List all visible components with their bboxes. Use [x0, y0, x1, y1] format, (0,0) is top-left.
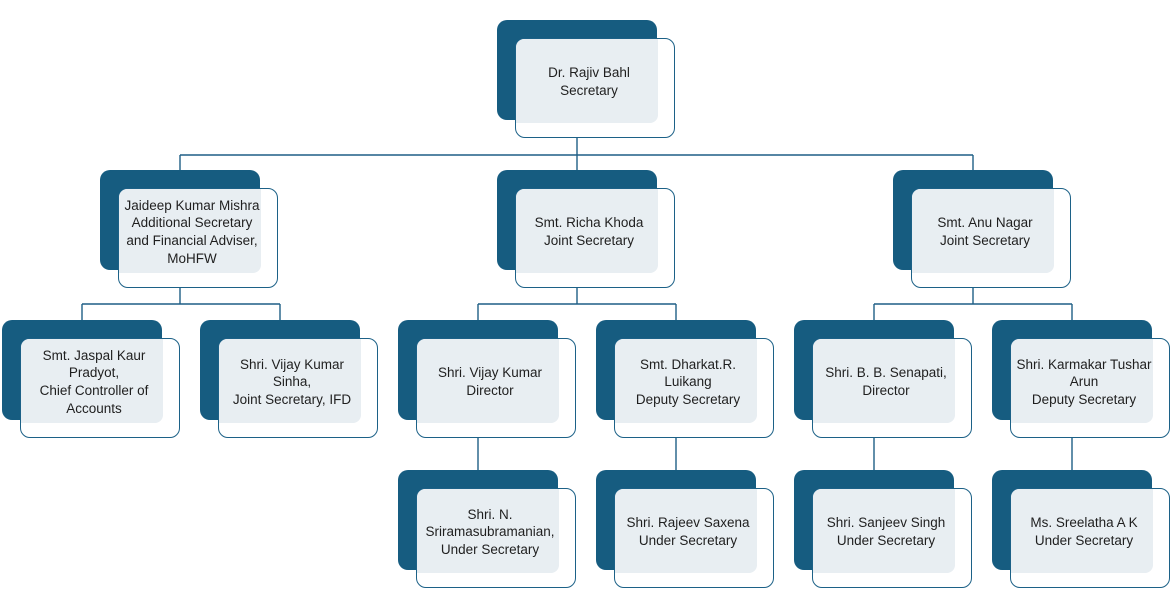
node-highlight	[219, 339, 361, 423]
node-card: Smt. Jaspal Kaur Pradyot, Chief Controll…	[20, 338, 180, 438]
node-title: Secretary	[560, 83, 618, 98]
node-text: Shri. N. Sriramasubramanian, Under Secre…	[421, 489, 559, 575]
node-highlight	[1011, 339, 1153, 423]
node-text: Smt. Jaspal Kaur Pradyot, Chief Controll…	[25, 339, 163, 425]
node-text: Shri. Karmakar Tushar Arun Deputy Secret…	[1015, 339, 1153, 425]
node-deputy-secretary-luikang: Smt. Dharkat.R. Luikang Deputy Secretary	[596, 320, 776, 440]
node-highlight	[119, 189, 261, 273]
node-highlight	[615, 489, 757, 573]
node-card: Shri. Vijay Kumar Director	[416, 338, 576, 438]
node-text: Shri. Vijay Kumar Sinha, Joint Secretary…	[223, 339, 361, 425]
node-highlight	[912, 189, 1054, 273]
node-highlight	[1011, 489, 1153, 573]
node-card: Smt. Dharkat.R. Luikang Deputy Secretary	[614, 338, 774, 438]
node-text: Ms. Sreelatha A K Under Secretary	[1015, 489, 1153, 575]
node-text: Shri. Sanjeev Singh Under Secretary	[817, 489, 955, 575]
node-name: Shri. Rajeev Saxena	[626, 515, 750, 531]
node-name: Smt. Jaspal Kaur Pradyot,	[42, 347, 146, 381]
node-name: Dr. Rajiv Bahl	[548, 65, 630, 81]
node-text: Smt. Dharkat.R. Luikang Deputy Secretary	[619, 339, 757, 425]
node-under-secretary-sreelatha: Ms. Sreelatha A K Under Secretary	[992, 470, 1172, 590]
node-card: Smt. Anu Nagar Joint Secretary	[911, 188, 1071, 288]
node-secretary: Dr. Rajiv Bahl Secretary	[497, 20, 677, 140]
node-highlight	[21, 339, 163, 423]
node-highlight	[516, 39, 658, 123]
node-text: Smt. Anu Nagar Joint Secretary	[916, 189, 1054, 275]
node-text: Dr. Rajiv Bahl Secretary	[520, 39, 658, 125]
node-title: Under Secretary	[638, 533, 738, 548]
node-highlight	[516, 189, 658, 273]
node-title: Deputy Secretary	[1031, 391, 1137, 407]
node-card: Shri. Vijay Kumar Sinha, Joint Secretary…	[218, 338, 378, 438]
node-card: Shri. N. Sriramasubramanian, Under Secre…	[416, 488, 576, 588]
node-text: Shri. Rajeev Saxena Under Secretary	[619, 489, 757, 575]
node-title: Under Secretary	[836, 533, 936, 548]
node-under-secretary-saxena: Shri. Rajeev Saxena Under Secretary	[596, 470, 776, 590]
node-card: Shri. Sanjeev Singh Under Secretary	[812, 488, 972, 588]
node-card: Jaideep Kumar Mishra Additional Secretar…	[118, 188, 278, 288]
node-card: Shri. B. B. Senapati, Director	[812, 338, 972, 438]
node-card: Smt. Richa Khoda Joint Secretary	[515, 188, 675, 288]
node-director-vijay-kumar: Shri. Vijay Kumar Director	[398, 320, 578, 440]
node-title: Deputy Secretary	[635, 391, 741, 407]
node-text: Smt. Richa Khoda Joint Secretary	[520, 189, 658, 275]
node-director-senapati: Shri. B. B. Senapati, Director	[794, 320, 974, 440]
node-title: Joint Secretary, IFD	[232, 391, 352, 407]
node-text: Jaideep Kumar Mishra Additional Secretar…	[123, 189, 261, 275]
node-title: Chief Controller of Accounts	[39, 383, 149, 416]
node-highlight	[615, 339, 757, 423]
node-highlight	[813, 489, 955, 573]
node-card: Shri. Karmakar Tushar Arun Deputy Secret…	[1010, 338, 1170, 438]
node-title: Director	[466, 383, 514, 398]
node-card: Shri. Rajeev Saxena Under Secretary	[614, 488, 774, 588]
node-joint-secretary-ifd: Shri. Vijay Kumar Sinha, Joint Secretary…	[200, 320, 380, 440]
node-name: Shri. B. B. Senapati,	[825, 365, 947, 381]
node-text: Shri. B. B. Senapati, Director	[817, 339, 955, 425]
node-deputy-secretary-arun: Shri. Karmakar Tushar Arun Deputy Secret…	[992, 320, 1172, 440]
node-title: Joint Secretary	[543, 233, 635, 248]
node-under-secretary-singh: Shri. Sanjeev Singh Under Secretary	[794, 470, 974, 590]
node-joint-secretary-khoda: Smt. Richa Khoda Joint Secretary	[497, 170, 677, 290]
node-card: Ms. Sreelatha A K Under Secretary	[1010, 488, 1170, 588]
node-name: Shri. Vijay Kumar	[437, 365, 543, 381]
node-additional-secretary-fa: Jaideep Kumar Mishra Additional Secretar…	[100, 170, 280, 290]
node-title: Under Secretary	[1034, 533, 1134, 548]
node-name: Shri. Karmakar Tushar Arun	[1016, 356, 1152, 390]
node-title: Additional Secretary and Financial Advis…	[126, 215, 258, 266]
node-joint-secretary-nagar: Smt. Anu Nagar Joint Secretary	[893, 170, 1073, 290]
node-title: Joint Secretary	[939, 233, 1031, 248]
node-card: Dr. Rajiv Bahl Secretary	[515, 38, 675, 138]
node-name: Shri. Vijay Kumar Sinha,	[239, 356, 345, 390]
node-name: Shri. Sanjeev Singh	[826, 515, 946, 531]
node-highlight	[417, 339, 559, 423]
node-highlight	[417, 489, 559, 573]
node-name: Smt. Anu Nagar	[937, 215, 1033, 231]
node-name: Smt. Dharkat.R. Luikang	[639, 356, 737, 390]
node-highlight	[813, 339, 955, 423]
node-name: Ms. Sreelatha A K	[1030, 515, 1138, 531]
node-title: Under Secretary	[440, 541, 540, 557]
node-name: Jaideep Kumar Mishra	[124, 197, 260, 213]
node-name: Smt. Richa Khoda	[534, 215, 644, 231]
node-chief-controller-accounts: Smt. Jaspal Kaur Pradyot, Chief Controll…	[2, 320, 182, 440]
node-under-secretary-sriramasubramanian: Shri. N. Sriramasubramanian, Under Secre…	[398, 470, 578, 590]
node-name: Shri. N. Sriramasubramanian,	[425, 506, 555, 540]
node-text: Shri. Vijay Kumar Director	[421, 339, 559, 425]
node-title: Director	[862, 383, 910, 398]
